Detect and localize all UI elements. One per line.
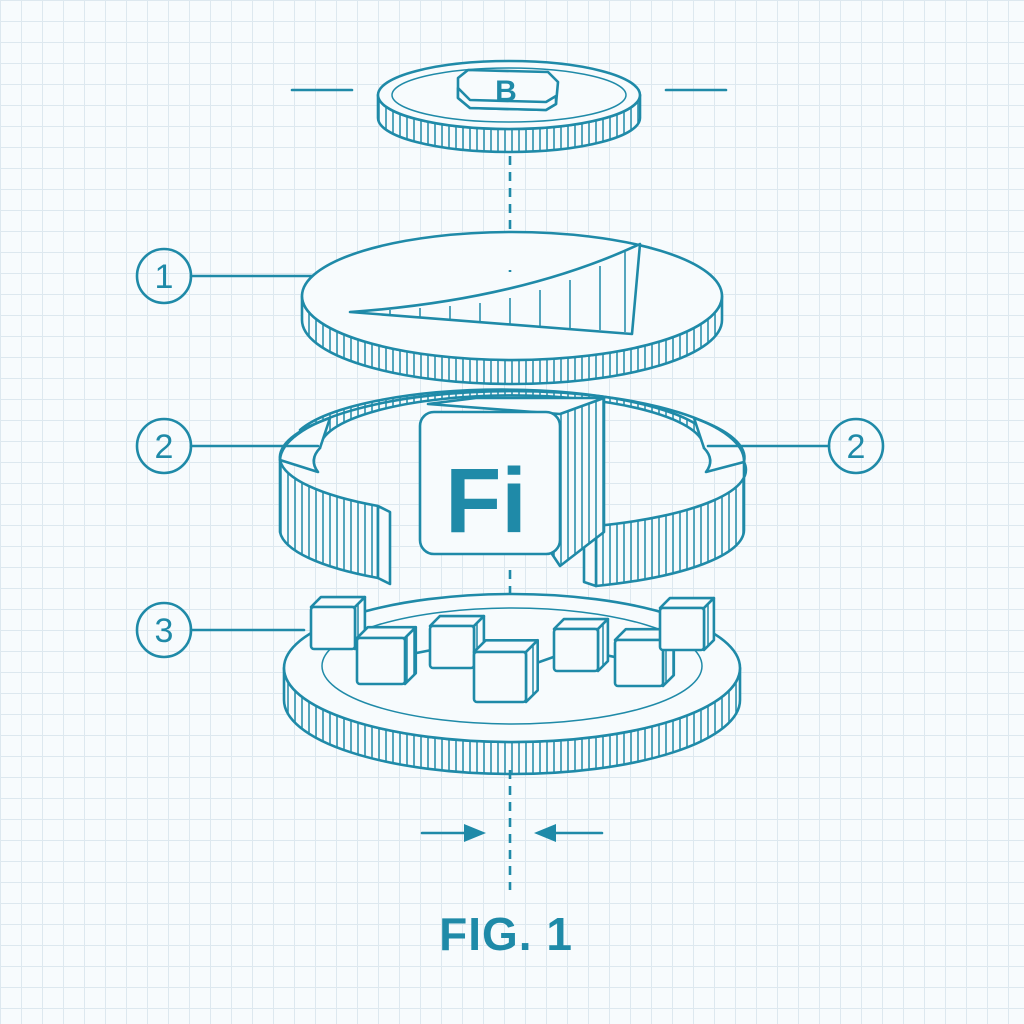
callout-2-right-number: 2 bbox=[847, 428, 866, 466]
callout-2-right: 2 bbox=[706, 417, 885, 475]
growth-curve bbox=[348, 242, 642, 336]
base-disc-inner-rim bbox=[321, 607, 703, 725]
ring-outer-top-edge bbox=[278, 389, 746, 464]
callout-1: 1 bbox=[135, 247, 314, 305]
figure-caption: FIG. 1 bbox=[439, 908, 573, 960]
top-coin-glyph: B bbox=[495, 75, 517, 108]
top-coin-rim bbox=[391, 67, 627, 123]
chain-block bbox=[552, 617, 610, 673]
ring-right-segment bbox=[594, 460, 748, 588]
callout-1-number: 1 bbox=[155, 258, 174, 296]
chain-block bbox=[355, 625, 418, 686]
chain-block bbox=[658, 596, 716, 652]
callout-2-left-number: 2 bbox=[155, 428, 174, 466]
dimension-arrows bbox=[420, 824, 604, 842]
upper-disc bbox=[300, 230, 724, 386]
chain-block bbox=[472, 639, 539, 704]
callout-2-left: 2 bbox=[135, 417, 320, 475]
callout-3-number: 3 bbox=[155, 612, 174, 650]
block-chain bbox=[309, 595, 716, 704]
fi-block: Fi bbox=[418, 396, 606, 568]
top-coin: B bbox=[290, 59, 728, 154]
fi-block-top bbox=[426, 396, 606, 416]
ring-left-segment bbox=[278, 458, 380, 580]
open-ring bbox=[278, 388, 748, 588]
fi-block-front bbox=[418, 410, 562, 556]
top-coin-emblem: B bbox=[456, 68, 560, 112]
fi-block-label: Fi bbox=[445, 450, 527, 552]
callout-3: 3 bbox=[135, 601, 306, 659]
